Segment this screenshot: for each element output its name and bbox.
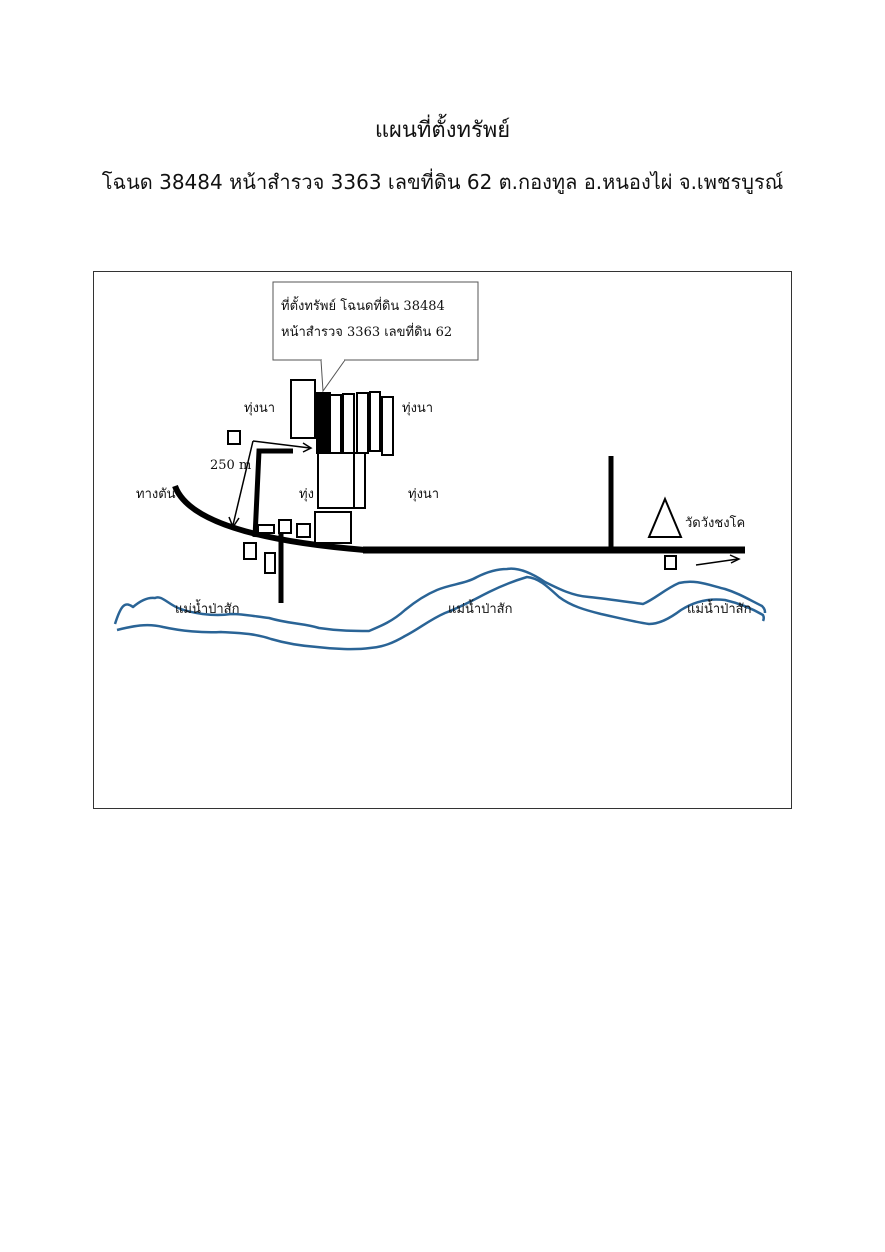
label-dead-end: ทางตัน [136,487,176,502]
building [257,524,275,534]
distance-arrow-right [252,440,311,449]
callout-line-1: ที่ตั้งทรัพย์ โฉนดที่ดิน 38484 [281,296,445,314]
parcel [356,392,369,454]
callout-line-2: หน้าสำรวจ 3363 เลขที่ดิน 62 [281,323,452,340]
parcel [353,452,366,509]
label-river-center: แม่น้ำป่าสัก [448,599,513,617]
building [664,555,677,570]
parcel [342,393,355,455]
river [113,567,767,651]
river-bank-south [116,575,765,651]
arrow-head [228,516,240,529]
parcel [329,394,342,454]
building [227,430,241,445]
subject-parcel [316,392,331,454]
buildings [227,430,677,574]
label-field-right-mid: ทุ่งนา [408,487,439,502]
parcel [381,396,394,456]
building [278,519,292,534]
parcel [314,511,352,544]
land-parcels [290,379,394,544]
arrow-head [302,442,313,453]
direction-arrow [695,558,739,566]
building [296,523,311,538]
side-road-left [252,448,293,538]
building [243,542,257,560]
label-river-right: แม่น้ำป่าสัก [687,599,752,617]
label-field-left: ทุ่งนา [244,401,275,416]
parcel [369,391,381,452]
page-title: แผนที่ตั้งทรัพย์ [374,118,511,143]
roads [172,448,745,603]
distance-arrow-up [232,440,254,526]
arrows [228,440,741,566]
page-subtitle: โฉนด 38484 หน้าสำรวจ 3363 เลขที่ดิน 62 ต… [101,170,784,194]
label-field-center: ทุ่ง [299,487,314,502]
parcel [317,452,355,509]
label-river-left: แม่น้ำป่าสัก [175,599,240,617]
river-bank-north [113,567,767,633]
label-distance: 250 m [210,458,251,473]
location-map: ที่ตั้งทรัพย์ โฉนดที่ดิน 38484 หน้าสำรวจ… [93,271,792,809]
property-callout: ที่ตั้งทรัพย์ โฉนดที่ดิน 38484 หน้าสำรวจ… [272,281,479,393]
building [264,552,276,574]
map-labels: ทุ่งนา ทุ่งนา ทุ่ง ทุ่งนา ทางตัน 250 m ว… [136,401,752,617]
label-field-right-top: ทุ่งนา [402,401,433,416]
main-road-curve [172,484,366,553]
map-frame [93,271,792,809]
arrow-head [729,554,741,564]
label-temple: วัดวังชงโค [685,515,745,531]
parcel [290,379,316,439]
temple-icon [647,496,683,538]
